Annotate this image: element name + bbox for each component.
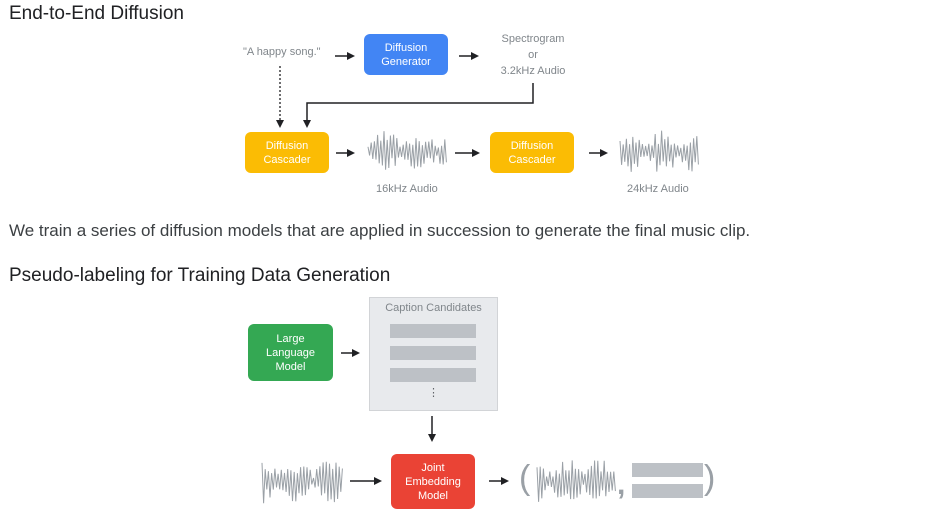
diffusion-cascader-1-label: Diffusion Cascader bbox=[263, 139, 311, 166]
caption-candidate-bar bbox=[390, 368, 476, 382]
caption-candidates-panel: Caption Candidates ⋮ bbox=[369, 297, 498, 411]
waveform-24khz-audio bbox=[619, 130, 699, 172]
diffusion-cascader-2-box: Diffusion Cascader bbox=[490, 132, 574, 173]
caption-bar-bottom bbox=[632, 484, 703, 498]
large-language-model-box: Large Language Model bbox=[248, 324, 333, 381]
waveform-16khz-audio bbox=[367, 131, 447, 170]
or-label: or bbox=[528, 49, 538, 61]
low-rate-audio-label: 3.2kHz Audio bbox=[500, 65, 566, 77]
caption-candidate-bar bbox=[390, 324, 476, 338]
joint-embedding-model-box: Joint Embedding Model bbox=[391, 454, 475, 509]
waveform-output-audio bbox=[536, 460, 616, 502]
spectrogram-label: Spectrogram bbox=[501, 33, 565, 45]
close-paren: ) bbox=[704, 459, 716, 497]
prompt-text: "A happy song." bbox=[243, 46, 321, 58]
caption-text: We train a series of diffusion models th… bbox=[9, 221, 751, 240]
large-language-model-label: Large Language Model bbox=[266, 332, 315, 373]
waveform-input-audio bbox=[261, 461, 343, 504]
diffusion-cascader-2-label: Diffusion Cascader bbox=[508, 139, 556, 166]
audio-24khz-label: 24kHz Audio bbox=[627, 183, 689, 195]
arrow-output-to-cascader bbox=[303, 83, 534, 128]
caption-bar-top bbox=[632, 463, 703, 477]
more-candidates-ellipsis: ⋮ bbox=[428, 387, 439, 399]
joint-embedding-model-label: Joint Embedding Model bbox=[405, 461, 461, 502]
diffusion-cascader-1-box: Diffusion Cascader bbox=[245, 132, 329, 173]
comma: , bbox=[617, 468, 626, 501]
caption-candidates-title: Caption Candidates bbox=[385, 302, 482, 314]
section2-heading: Pseudo-labeling for Training Data Genera… bbox=[9, 265, 391, 286]
section1-heading: End-to-End Diffusion bbox=[9, 3, 184, 24]
open-paren: ( bbox=[519, 459, 531, 497]
audio-16khz-label: 16kHz Audio bbox=[376, 183, 438, 195]
diffusion-generator-label: Diffusion Generator bbox=[381, 41, 431, 68]
caption-candidate-bar bbox=[390, 346, 476, 360]
diffusion-generator-box: Diffusion Generator bbox=[364, 34, 448, 75]
